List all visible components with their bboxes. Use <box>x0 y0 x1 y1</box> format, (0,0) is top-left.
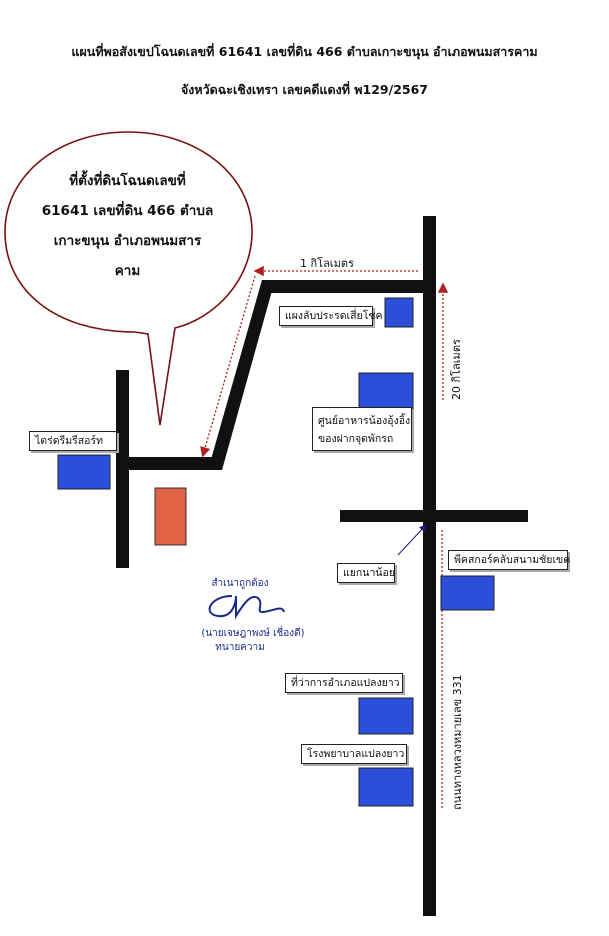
callout-line-2: 61641 เลขที่ดิน 466 ตำบล <box>41 203 214 219</box>
callout-line-4: คาม <box>114 263 141 279</box>
distance-right-label: 20 กิโลเมตร <box>450 339 463 400</box>
label-rest-stop: แผงลับประรดเสี่ยโชค <box>279 306 383 326</box>
label-sports-club: พีคสกอร์คลับสนามชัยเขต <box>448 550 570 570</box>
landmark-dream-resort-marker <box>57 454 111 490</box>
distance-top-label: 1 กิโลเมตร <box>300 257 354 270</box>
label-food-center-line-1: ศูนย์อาหารน้องอุ้งอิ้ง <box>318 415 411 427</box>
signer-role: ทนายความ <box>215 642 265 653</box>
map-title-line-1: แผนที่พอสังเขปโฉนดเลขที่ 61641 เลขที่ดิน… <box>71 44 538 59</box>
callout-bubble <box>4 131 253 426</box>
landmark-hospital-marker <box>358 767 414 807</box>
side-road <box>116 370 129 568</box>
junction-pointer <box>397 524 427 556</box>
route-diagonal <box>200 275 256 458</box>
landmark-district-office-marker <box>358 697 414 735</box>
signature-mark <box>208 595 285 620</box>
access-road <box>120 457 222 470</box>
landmark-sports-club-marker <box>440 575 495 611</box>
callout-line-1: ที่ตั้งที่ดินโฉนดเลขที่ <box>69 173 186 189</box>
landmark-markers <box>57 297 495 807</box>
diagonal-road <box>208 280 275 470</box>
label-food-center-line-2: ของฝากจุดพักรถ <box>318 433 394 445</box>
certified-copy-text: สำเนาถูกต้อง <box>211 578 269 589</box>
route-lines <box>200 265 449 808</box>
label-district-office: ที่ว่าการอำเภอแปลงยาว <box>285 673 403 693</box>
land-plot-marker <box>154 487 187 546</box>
label-food-center: ศูนย์อาหารน้องอุ้งอิ้ง ของฝากจุดพักรถ <box>312 407 412 451</box>
top-road <box>262 280 434 293</box>
label-hospital: โรงพยาบาลแปลงยาว <box>301 744 407 764</box>
landmark-food-center-marker <box>358 372 414 412</box>
map-title-line-2: จังหวัดฉะเชิงเทรา เลขคดีแดงที่ พ129/2567 <box>180 82 428 97</box>
callout-line-3: เกาะขนุน อำเภอพนมสาร <box>53 233 202 249</box>
road-network <box>116 216 528 916</box>
landmark-rest-stop-marker <box>384 297 414 328</box>
label-junction: แยกนาน้อย <box>337 563 395 583</box>
highway-331 <box>423 216 436 916</box>
cross-road <box>340 510 528 522</box>
label-dream-resort: ไตร่ดรีมรีสอร์ท <box>29 431 117 451</box>
road-name-label: ถนนทางหลวงหมายเลข 331 <box>451 674 464 810</box>
signer-name: (นายเจษฎาพงษ์ เชื่องดี) <box>201 628 305 639</box>
